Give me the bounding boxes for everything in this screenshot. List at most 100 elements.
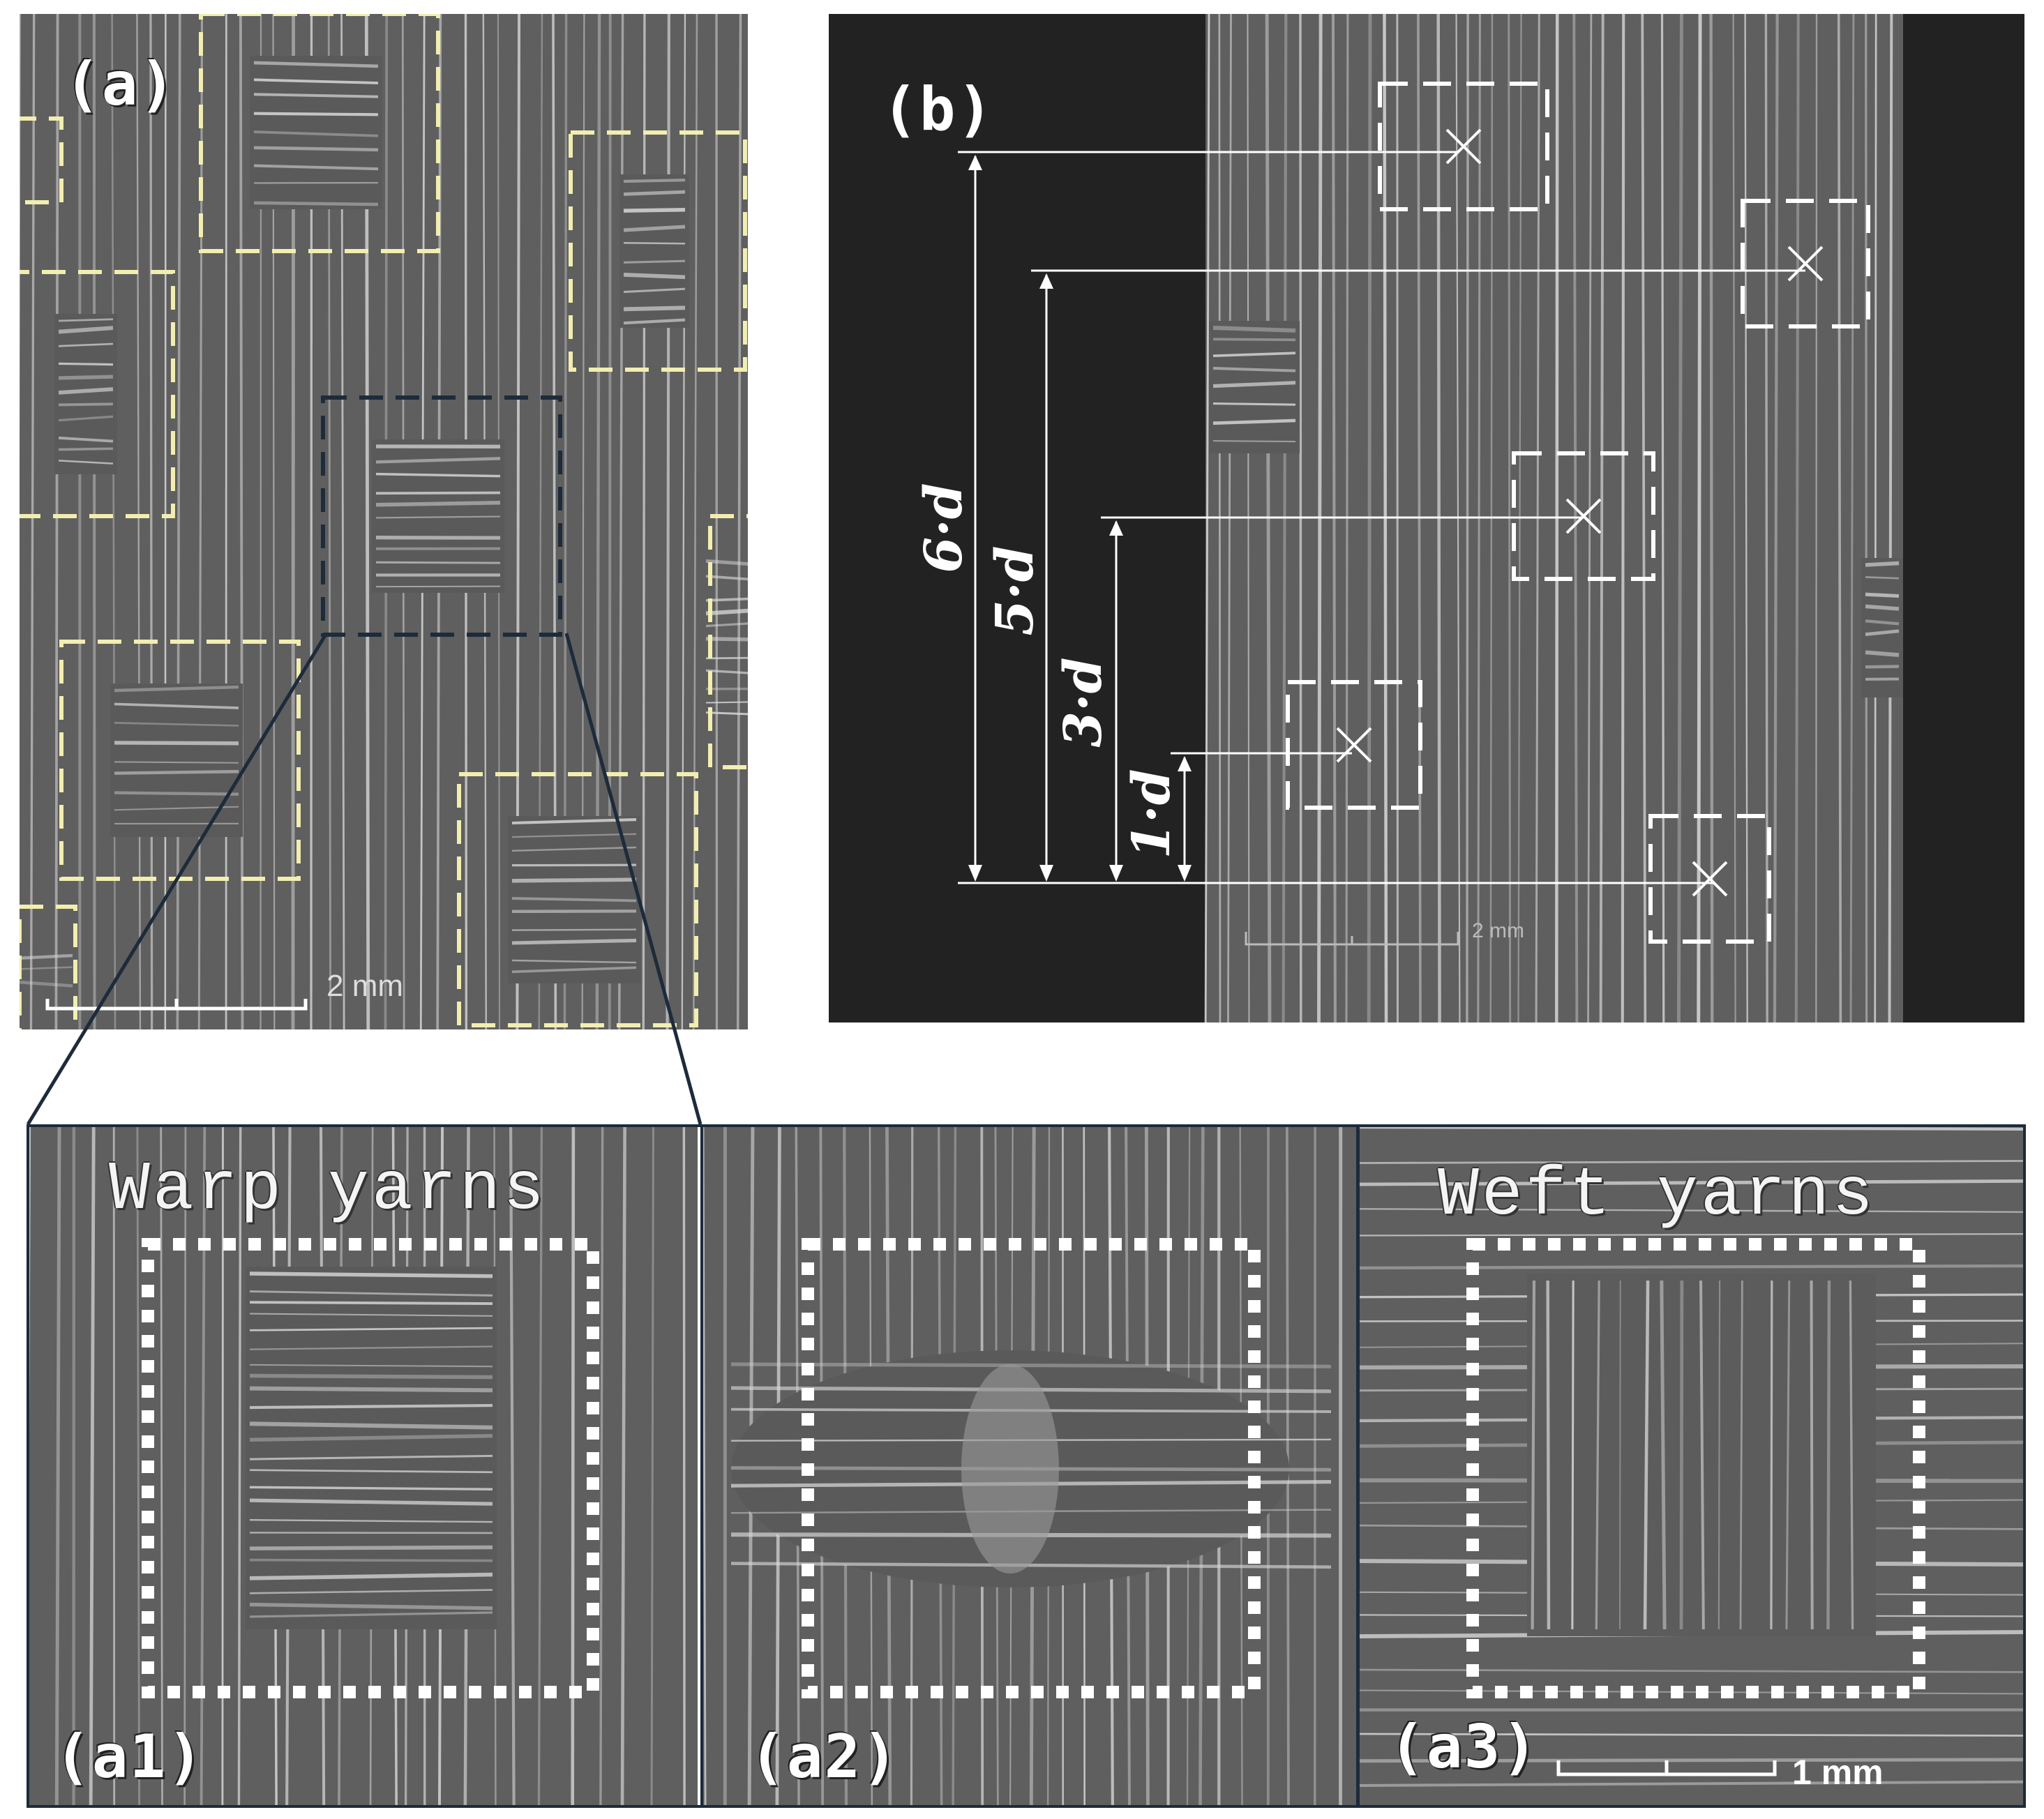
weft-patch bbox=[246, 1267, 497, 1629]
center-cross bbox=[1692, 861, 1728, 897]
panel-a-label: (a) bbox=[64, 50, 177, 119]
weft-fiber bbox=[249, 1421, 493, 1430]
warp-fiber bbox=[1699, 1280, 1705, 1630]
dashed-region-box bbox=[20, 116, 63, 204]
weft-fiber bbox=[58, 402, 114, 407]
warp-fiber bbox=[92, 14, 96, 1029]
panel-a-texture bbox=[20, 14, 748, 1029]
weft-fiber bbox=[249, 1433, 493, 1442]
weft-fiber bbox=[1212, 338, 1296, 342]
weft-fiber bbox=[1865, 650, 1900, 657]
weft-fiber bbox=[114, 769, 239, 775]
sampling-box bbox=[1286, 680, 1422, 810]
weft-fiber bbox=[253, 164, 379, 171]
warp-fiber bbox=[1794, 14, 1800, 1022]
dimension-arrow-bottom bbox=[1178, 865, 1192, 882]
weft-fiber bbox=[623, 287, 686, 294]
sampling-box bbox=[1378, 82, 1549, 211]
warp-fiber bbox=[642, 14, 646, 1029]
weft-fiber bbox=[58, 415, 114, 422]
weft-fiber bbox=[58, 375, 114, 380]
weft-fiber bbox=[1360, 1264, 2023, 1270]
dotted-roi-box bbox=[802, 1238, 1261, 1698]
warp-fiber bbox=[1709, 14, 1714, 1022]
dotted-roi-box bbox=[1466, 1238, 1925, 1698]
weft-fiber bbox=[253, 146, 379, 152]
weft-fiber bbox=[375, 515, 501, 519]
weft-fiber bbox=[1360, 1127, 2023, 1131]
warp-fiber bbox=[1770, 1280, 1773, 1630]
weft-fiber bbox=[1212, 352, 1296, 358]
scale-bar bbox=[1245, 932, 1459, 946]
weft-fiber bbox=[249, 1313, 493, 1317]
weft-fiber bbox=[1360, 1233, 2023, 1237]
warp-fiber bbox=[1837, 14, 1842, 1022]
weft-fiber bbox=[253, 201, 379, 206]
center-cross bbox=[1787, 246, 1824, 282]
panel-a3-label: (a3) bbox=[1389, 1712, 1540, 1782]
dashed-region-box bbox=[199, 14, 440, 253]
weft-fiber bbox=[375, 472, 501, 478]
weft-fiber bbox=[249, 1327, 493, 1331]
sampling-box bbox=[1512, 451, 1655, 581]
warp-fiber bbox=[164, 14, 167, 1029]
warp-fiber bbox=[736, 14, 742, 1029]
weft-fiber bbox=[1360, 1668, 2023, 1673]
warp-fiber bbox=[1865, 14, 1868, 1022]
weft-fiber bbox=[1212, 418, 1296, 425]
weft-fiber bbox=[249, 1572, 493, 1580]
weft-fiber bbox=[58, 318, 114, 322]
weft-fiber bbox=[623, 190, 686, 196]
weft-fiber bbox=[249, 1602, 493, 1610]
panel-a1-texture bbox=[29, 1127, 686, 1805]
weft-fiber bbox=[623, 179, 686, 183]
weft-fiber bbox=[249, 1301, 493, 1305]
weft-fiber bbox=[114, 741, 239, 746]
weft-fiber bbox=[249, 1518, 493, 1523]
dimension-label-5d: 5·d bbox=[985, 545, 1045, 636]
dashed-region-box bbox=[708, 514, 748, 769]
panel-a3-image: Weft yarns (a3) 1 mm bbox=[1356, 1127, 2023, 1805]
warp-fiber bbox=[89, 1127, 96, 1805]
warp-fiber bbox=[1849, 14, 1855, 1022]
weft-fiber bbox=[114, 791, 239, 796]
weft-fiber bbox=[705, 669, 748, 674]
weft-fiber bbox=[1212, 402, 1296, 406]
warp-fiber bbox=[1546, 1280, 1551, 1630]
weft-fiber bbox=[375, 561, 501, 564]
weft-fiber bbox=[623, 225, 686, 232]
warp-fiber bbox=[1618, 1280, 1621, 1630]
weft-fiber bbox=[1865, 561, 1900, 567]
weft-fiber bbox=[730, 1362, 1332, 1368]
weft-yarns-caption: Weft yarns bbox=[1438, 1157, 1877, 1235]
weft-fiber bbox=[623, 318, 686, 325]
weft-fiber bbox=[705, 711, 748, 716]
warp-fiber bbox=[29, 14, 36, 1029]
weft-fiber bbox=[1360, 1780, 2023, 1787]
weft-fiber bbox=[253, 78, 379, 84]
weft-fiber bbox=[1212, 326, 1296, 333]
weft-fiber bbox=[705, 622, 748, 628]
warp-fiber bbox=[1571, 1280, 1575, 1630]
warp-fiber bbox=[1587, 14, 1593, 1022]
weft-fiber bbox=[249, 1469, 493, 1474]
weft-fiber bbox=[253, 61, 379, 68]
weft-fiber bbox=[1360, 1208, 2023, 1213]
warp-fiber bbox=[1531, 1280, 1536, 1630]
panel-a2-image: (a2) bbox=[700, 1127, 1359, 1805]
weft-fiber bbox=[249, 1454, 493, 1461]
panel-a1-image: Warp yarns (a1) bbox=[29, 1127, 698, 1805]
warp-fiber bbox=[1874, 14, 1877, 1022]
panel-a2-label: (a2) bbox=[749, 1722, 900, 1792]
weft-fiber bbox=[1360, 1758, 2023, 1763]
dimension-arrow-bottom bbox=[1109, 865, 1123, 882]
weft-fiber bbox=[249, 1271, 493, 1278]
dashed-region-box bbox=[321, 395, 562, 637]
weft-fiber bbox=[249, 1345, 493, 1350]
zoom-strip-frame bbox=[27, 1124, 2026, 1808]
weft-fiber bbox=[705, 575, 748, 581]
weft-fiber bbox=[375, 491, 501, 495]
warp-fiber bbox=[54, 14, 59, 1029]
weft-fiber bbox=[20, 953, 73, 960]
warp-fiber bbox=[1815, 14, 1818, 1022]
